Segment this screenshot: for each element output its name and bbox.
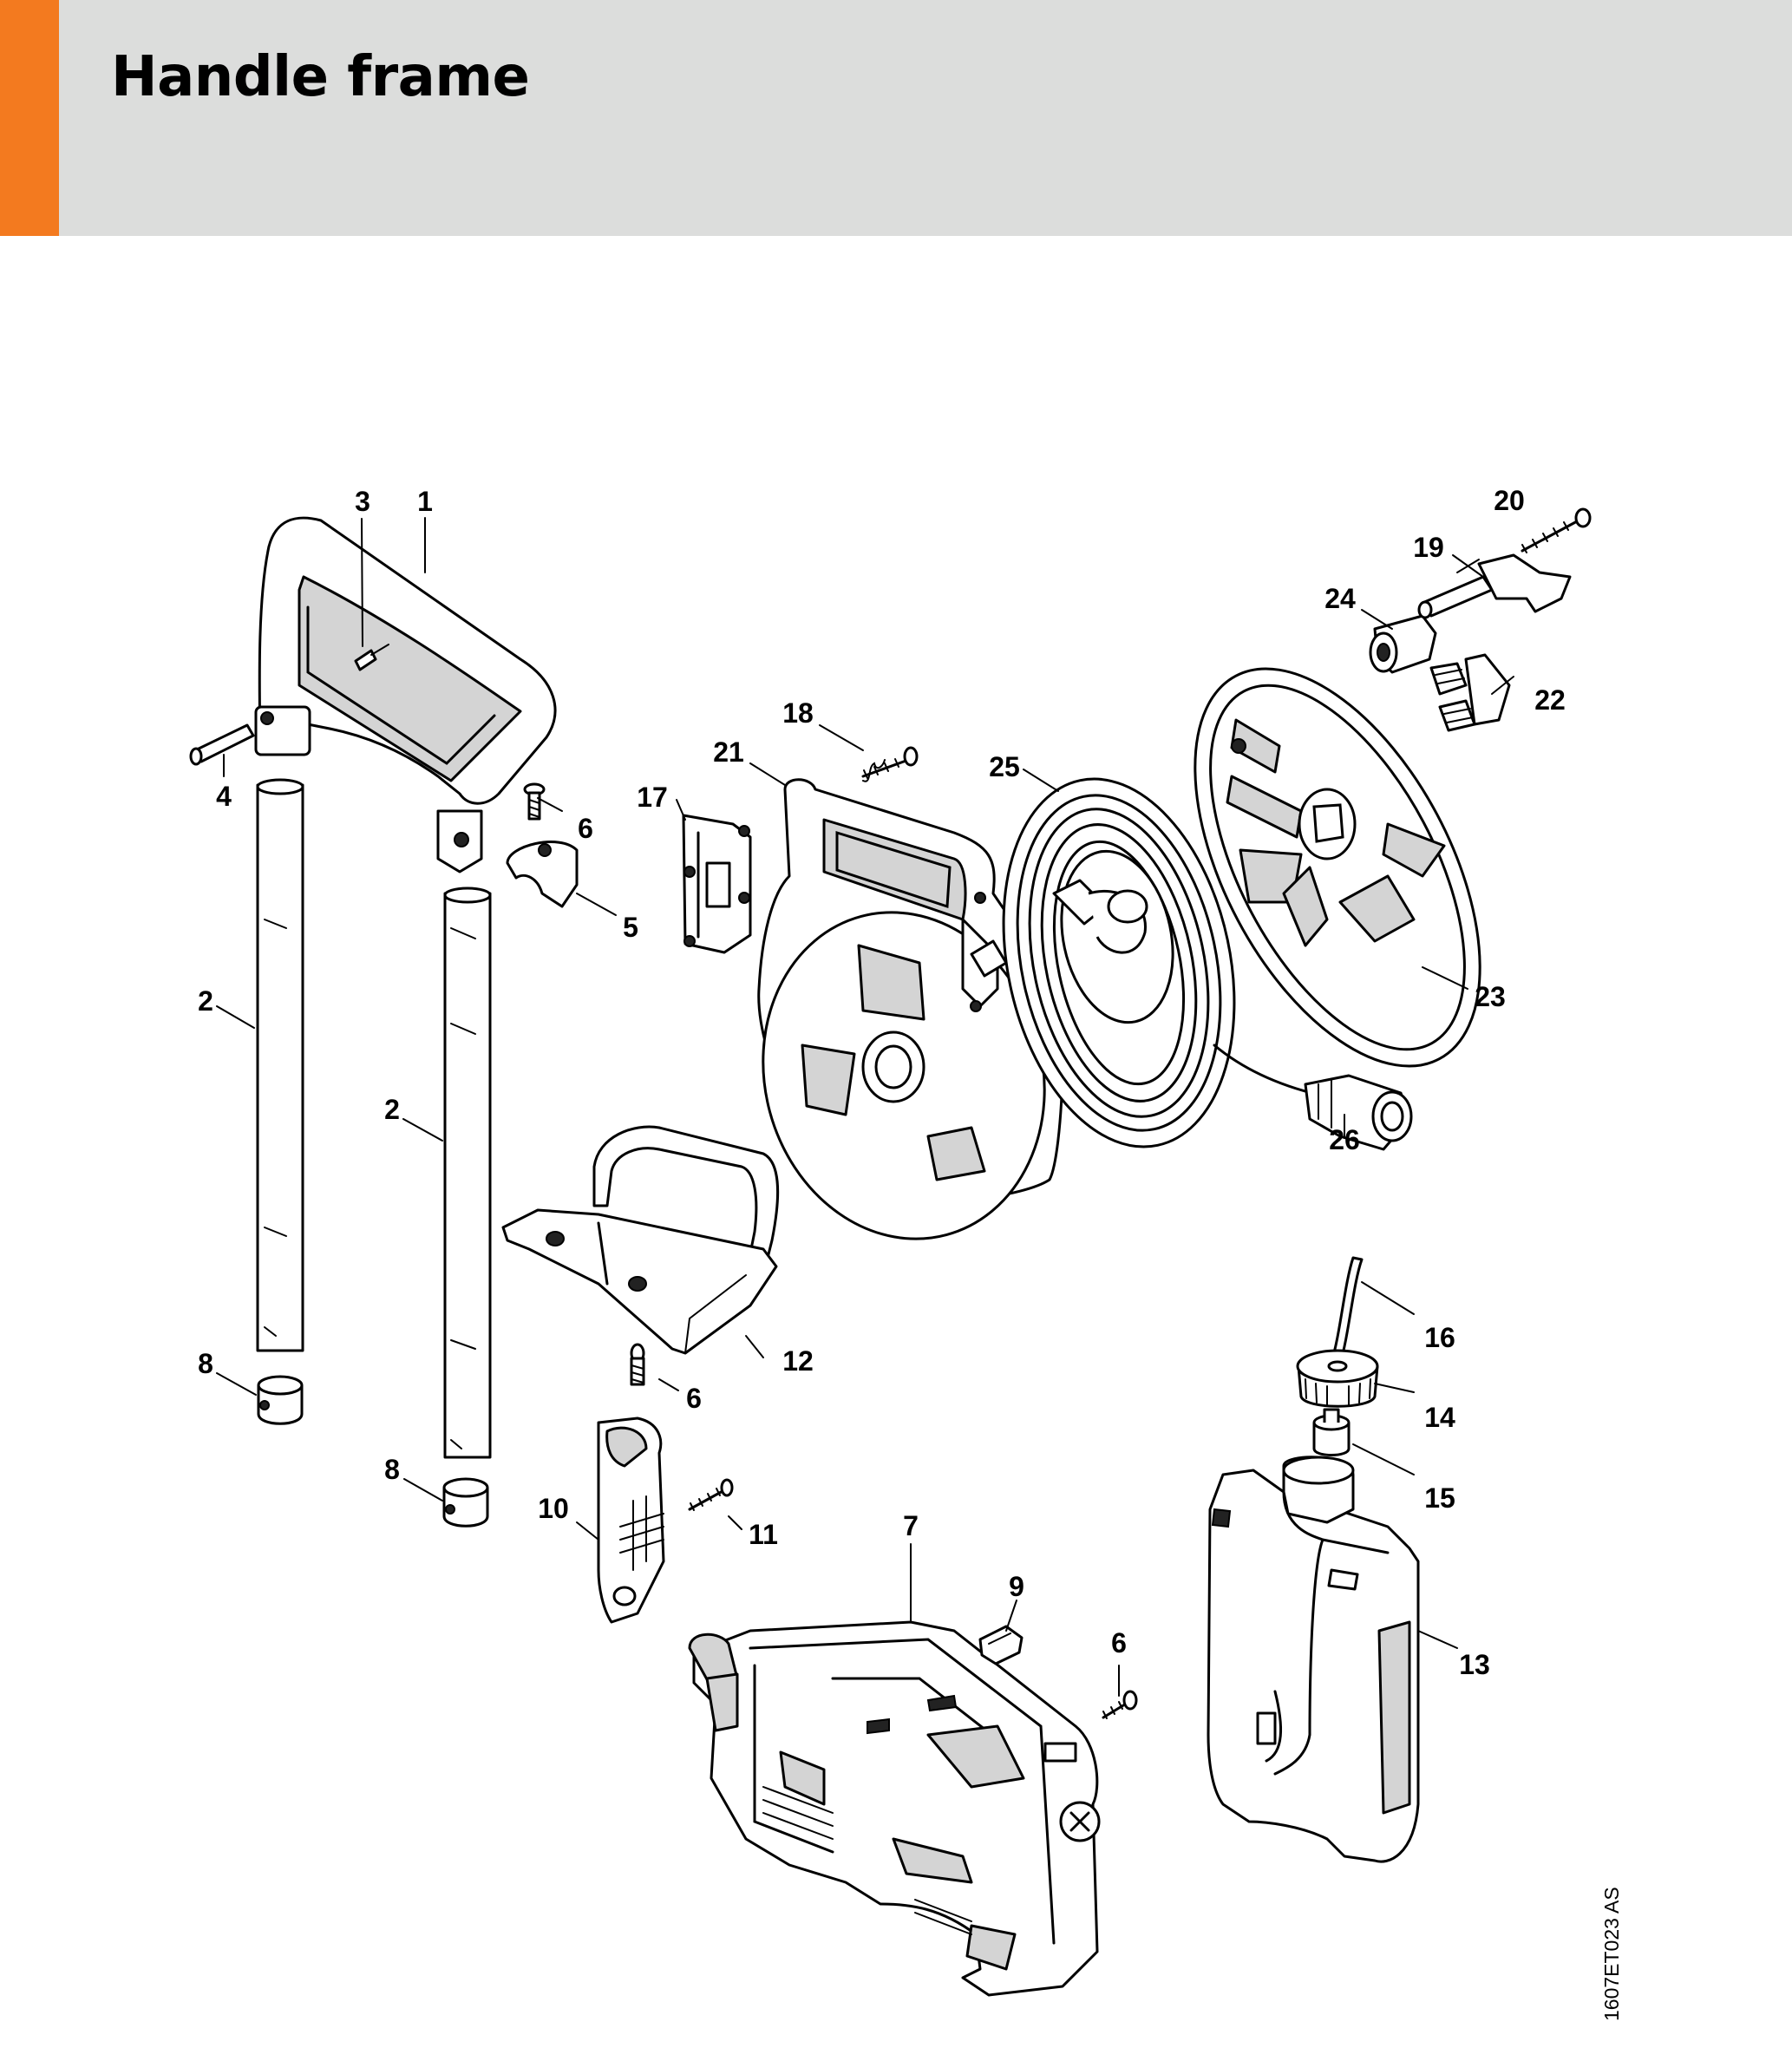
callout-6: 6 [1111,1627,1127,1659]
part-8-cap-left [257,1375,304,1425]
callout-labels: 1 2 2 3 4 5 6 6 6 7 8 8 9 10 11 12 13 14… [198,485,1566,1680]
callout-10: 10 [538,1493,569,1524]
callout-12: 12 [782,1345,814,1377]
part-4-pin [189,723,255,766]
callout-2: 2 [198,985,213,1017]
callout-11: 11 [749,1519,778,1550]
part-18-screw [861,746,919,782]
part-20-screw [1521,507,1592,553]
callout-25: 25 [989,751,1020,782]
part-7-base-frame [688,1620,1101,1997]
leader-lines [216,517,1514,1697]
callout-17: 17 [637,782,668,813]
part-12-pedal [501,1125,779,1355]
callout-3: 3 [355,486,370,517]
part-17-bracket [682,814,752,954]
part-8-cap-right [442,1477,489,1528]
part-21-reel-housing [757,778,1064,1240]
callout-8: 8 [198,1348,213,1379]
part-16-tube [1330,1256,1364,1365]
part-10-holder [597,1417,665,1624]
part-25-hose-reel [1002,777,1413,1151]
part-9-clip [978,1625,1024,1665]
callout-6: 6 [686,1383,702,1414]
callout-4: 4 [216,781,232,812]
page-title: Handle frame [111,45,530,109]
part-22-crank-handle [1429,653,1511,732]
part-13-tank [1207,1456,1420,1863]
part-2-tube-left [256,778,304,1352]
callout-7: 7 [903,1510,919,1541]
part-14-cap [1296,1349,1379,1408]
header-bar [0,0,1792,236]
callout-24: 24 [1324,583,1356,614]
figure-reference-code: 1607ET023 AS [1600,1887,1623,2021]
callout-15: 15 [1424,1482,1455,1514]
part-11-screw [688,1478,734,1511]
callout-20: 20 [1494,485,1525,516]
callout-8: 8 [384,1454,400,1485]
part-19-crank [1417,553,1572,619]
callout-6: 6 [578,813,593,844]
callout-26: 26 [1329,1124,1360,1155]
part-6-screw-lower [1102,1690,1138,1719]
callout-1: 1 [417,486,433,517]
part-24-knob [1369,614,1437,674]
callout-18: 18 [782,697,814,729]
callout-19: 19 [1413,532,1444,563]
part-6-screw-middle [630,1343,645,1386]
callout-22: 22 [1534,684,1566,716]
callout-9: 9 [1009,1571,1024,1602]
part-15-filter [1312,1408,1351,1456]
part-2-tube-right [443,887,492,1459]
part-5-clip [506,841,579,908]
callout-2: 2 [384,1094,400,1125]
part-1-handle [254,516,557,873]
callout-21: 21 [713,736,744,768]
callout-14: 14 [1424,1402,1455,1433]
callout-5: 5 [623,912,638,943]
callout-23: 23 [1475,981,1506,1012]
callout-13: 13 [1459,1649,1490,1680]
part-23-reel-drum [1194,667,1481,1068]
part-6-screw-upper [523,782,546,821]
orange-accent-bar [0,0,59,236]
callout-16: 16 [1424,1322,1455,1353]
